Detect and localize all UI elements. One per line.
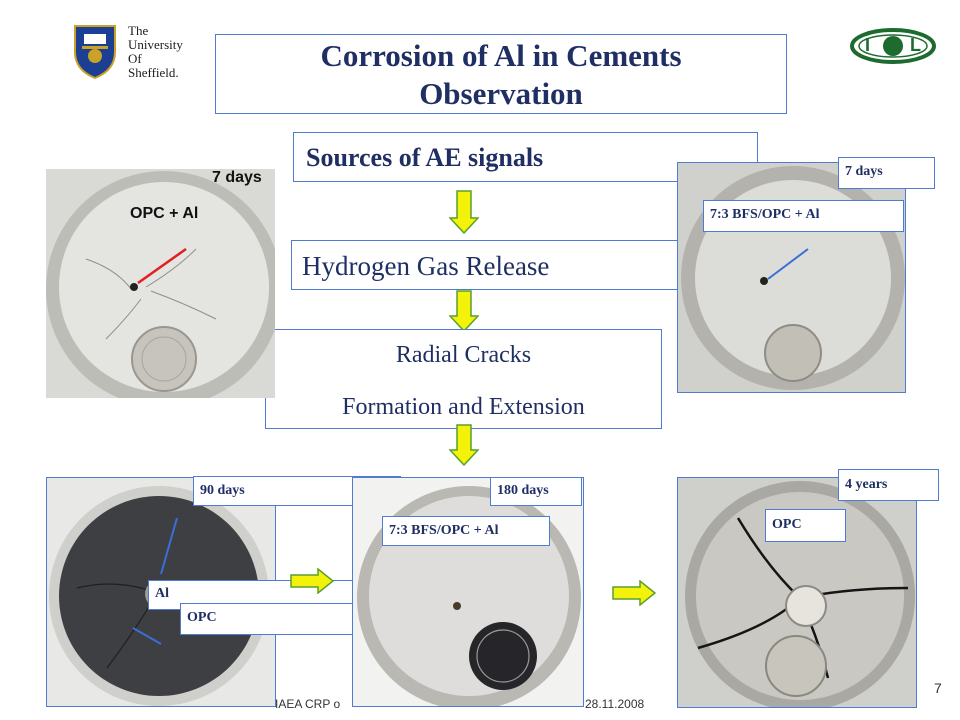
- photo-sample-label: OPC + Al: [130, 205, 199, 222]
- footer-right: 28.11.2008: [585, 697, 645, 711]
- footer-left: IAEA CRP o: [275, 697, 341, 711]
- photo-sample-label: 7:3 BFS/OPC + Al: [703, 200, 904, 232]
- down-arrow-icon: [449, 290, 479, 332]
- photo-days-label: 4 years: [838, 469, 939, 501]
- slide-title-line2: Observation: [419, 76, 583, 111]
- cement-sample-image: [46, 169, 275, 398]
- university-name-line: Sheffield.: [128, 65, 179, 80]
- photo-days-label: 180 days: [490, 477, 582, 506]
- photo-sample-label: 7:3 BFS/OPC + Al: [382, 516, 550, 546]
- slide-title: Corrosion of Al in Cements Observation: [215, 34, 787, 114]
- isl-logo: ISL: [850, 28, 936, 64]
- flow-step-cracks: Radial Cracks Formation and Extension: [265, 329, 662, 429]
- photo-days-label: 7 days: [212, 169, 262, 186]
- cement-sample-image: [678, 478, 916, 707]
- photo-opc-4years: [677, 477, 917, 708]
- photo-opc-al-7days: 7 days OPC + Al: [46, 169, 275, 398]
- right-arrow-icon: [290, 568, 334, 594]
- photo-sample-label: OPC: [765, 509, 846, 542]
- university-name-line: Of: [128, 51, 142, 66]
- university-name-line: University: [128, 37, 183, 52]
- down-arrow-icon: [449, 190, 479, 234]
- slide-title-line1: Corrosion of Al in Cements: [320, 38, 682, 73]
- flow-step-sources-text: Sources of AE signals: [306, 143, 544, 172]
- university-shield-icon: [74, 25, 116, 80]
- university-logo: The University Of Sheffield.: [70, 22, 210, 82]
- isl-text: ISL: [864, 35, 935, 55]
- isl-oval-icon: [850, 28, 936, 64]
- flow-step-hydrogen: Hydrogen Gas Release: [291, 240, 681, 290]
- university-name-line: The: [128, 23, 149, 38]
- flow-step-cracks-line1: Radial Cracks: [395, 342, 532, 368]
- photo-bfs-opc-al-180days: [352, 477, 584, 707]
- photo-bfs-opc-al-7days: [677, 162, 906, 393]
- right-arrow-icon: [612, 580, 656, 606]
- flow-step-hydrogen-text: Hydrogen Gas Release: [302, 251, 550, 281]
- cement-sample-image: [678, 163, 905, 392]
- flow-step-cracks-line2: Formation and Extension: [342, 394, 585, 420]
- cement-sample-image: [353, 478, 583, 706]
- down-arrow-icon: [449, 424, 479, 466]
- photo-days-label: 7 days: [838, 157, 935, 189]
- page-number: 7: [934, 680, 942, 696]
